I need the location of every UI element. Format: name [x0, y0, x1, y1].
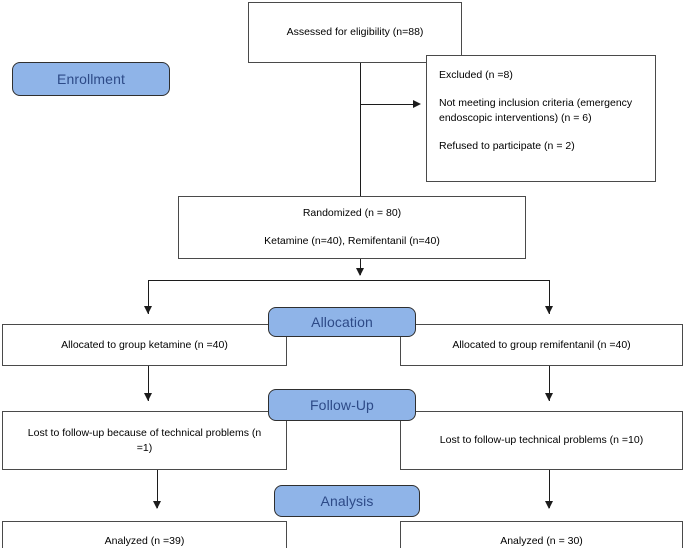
- node-lost-followup-remifentanil-line-1: Lost to follow-up technical problems (n …: [439, 434, 644, 446]
- arrowhead-followup-left: [143, 393, 152, 401]
- stage-badge-enrollment: Enrollment: [12, 62, 170, 96]
- stage-badge-enrollment-label: Enrollment: [57, 71, 125, 87]
- connector-split-horizontal: [148, 280, 550, 282]
- connector-randomized-down: [360, 259, 362, 275]
- connector-followup-left-to-analysis: [157, 470, 159, 508]
- stage-badge-followup-label: Follow-Up: [310, 397, 374, 413]
- connector-split-left-down: [148, 280, 150, 314]
- node-randomized-line-2: Ketamine (n=40), Remifentanil (n=40): [264, 235, 440, 247]
- connector-assessed-to-randomized: [360, 63, 362, 196]
- node-lost-followup-ketamine-line-1: Lost to follow-up because of technical p…: [27, 426, 262, 454]
- arrowhead-split-right: [544, 306, 553, 314]
- node-analyzed-ketamine: Analyzed (n =39): [2, 521, 287, 548]
- node-allocated-ketamine: Allocated to group ketamine (n =40): [2, 324, 287, 366]
- stage-badge-followup: Follow-Up: [268, 389, 416, 421]
- arrowhead-to-excluded: [413, 100, 421, 108]
- node-excluded-line-3: Refused to participate (n = 2): [439, 140, 575, 152]
- connector-alloc-left-to-followup: [148, 366, 150, 401]
- arrowhead-analysis-left: [152, 501, 161, 509]
- connector-split-right-down: [549, 280, 551, 314]
- node-allocated-remifentanil: Allocated to group remifentanil (n =40): [400, 324, 683, 366]
- connector-followup-right-to-analysis: [549, 470, 551, 508]
- node-excluded: Excluded (n =8) Not meeting inclusion cr…: [426, 55, 656, 182]
- node-analyzed-remifentanil: Analyzed (n = 30): [400, 521, 683, 548]
- node-randomized: Randomized (n = 80) Ketamine (n=40), Rem…: [178, 196, 526, 259]
- node-lost-followup-remifentanil: Lost to follow-up technical problems (n …: [400, 411, 683, 470]
- stage-badge-analysis-label: Analysis: [320, 493, 374, 509]
- arrowhead-followup-right: [544, 393, 553, 401]
- node-analyzed-remifentanil-line-1: Analyzed (n = 30): [500, 534, 583, 547]
- stage-badge-analysis: Analysis: [274, 485, 420, 517]
- arrowhead-split-left: [143, 306, 152, 314]
- node-lost-followup-ketamine: Lost to follow-up because of technical p…: [2, 411, 287, 470]
- connector-alloc-right-to-followup: [549, 366, 551, 401]
- connector-branch-to-excluded: [360, 104, 415, 106]
- arrowhead-randomized-down: [355, 268, 364, 276]
- node-excluded-line-2: Not meeting inclusion criteria (emergenc…: [439, 97, 633, 124]
- arrowhead-analysis-right: [544, 501, 553, 509]
- node-randomized-line-1: Randomized (n = 80): [302, 207, 402, 219]
- stage-badge-allocation: Allocation: [268, 307, 416, 337]
- node-analyzed-ketamine-line-1: Analyzed (n =39): [104, 534, 185, 547]
- stage-badge-allocation-label: Allocation: [311, 314, 373, 330]
- node-allocated-remifentanil-line-1: Allocated to group remifentanil (n =40): [452, 338, 631, 351]
- node-allocated-ketamine-line-1: Allocated to group ketamine (n =40): [61, 338, 228, 351]
- node-excluded-line-1: Excluded (n =8): [439, 69, 513, 81]
- node-assessed-line-1: Assessed for eligibility (n=88): [286, 26, 424, 38]
- node-assessed-for-eligibility: Assessed for eligibility (n=88): [248, 2, 462, 63]
